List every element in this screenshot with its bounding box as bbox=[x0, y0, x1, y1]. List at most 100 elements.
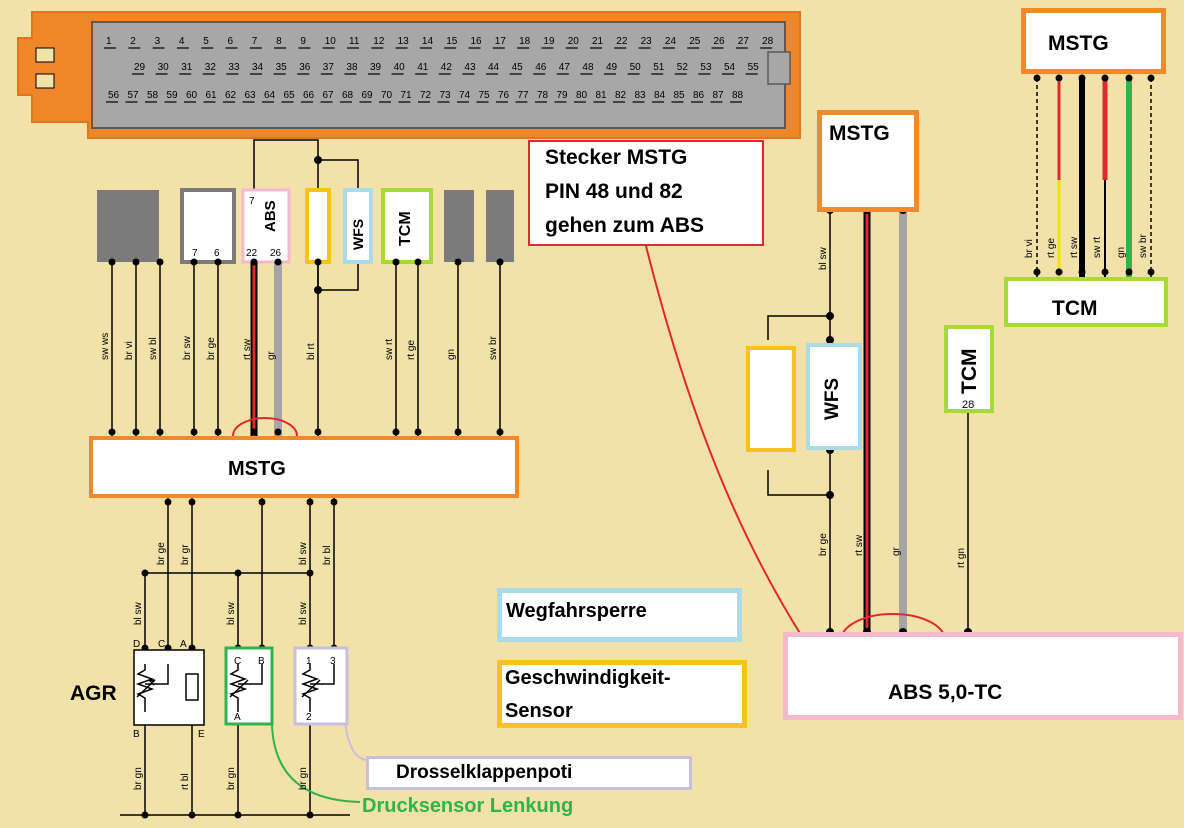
component-block-4 bbox=[486, 190, 514, 262]
wire-color-label: gn bbox=[446, 349, 457, 360]
connector-pin-row3-label: 81 bbox=[596, 90, 608, 101]
lower-left-wiring bbox=[120, 498, 350, 816]
wire-color-label: gn bbox=[1116, 247, 1127, 258]
wire-color-label: bl sw bbox=[298, 601, 309, 625]
wire-terminal bbox=[132, 428, 140, 436]
mstg-right-box bbox=[1021, 8, 1166, 74]
wire-terminal bbox=[214, 428, 222, 436]
wire-color-label: bl sw bbox=[818, 246, 829, 270]
wire-terminal bbox=[108, 428, 116, 436]
tcm-top-label: TCM bbox=[397, 211, 414, 246]
connector-pin-row1-label: 9 bbox=[300, 36, 306, 47]
wire-color-label: br vi bbox=[124, 341, 135, 360]
connector-pin-row3-label: 70 bbox=[381, 90, 393, 101]
wire-color-label: br ge bbox=[156, 542, 167, 565]
stecker-line-1: Stecker MSTG bbox=[545, 146, 688, 169]
wire-color-label: rt ge bbox=[406, 340, 417, 360]
connector-pin-row1-label: 28 bbox=[762, 36, 774, 47]
wire-color-label: rt ge bbox=[1046, 238, 1057, 258]
connector-pin-row3-label: 75 bbox=[479, 90, 491, 101]
connector-pin-row1-label: 16 bbox=[471, 36, 483, 47]
connector-pin-row2-label: 55 bbox=[748, 62, 760, 73]
connector-pin-row1-label: 15 bbox=[446, 36, 458, 47]
connector-pin-row1-label: 20 bbox=[568, 36, 580, 47]
connector-pin-row3-label: 69 bbox=[362, 90, 374, 101]
wire-terminal bbox=[250, 428, 258, 436]
connector-pin-row1-label: 11 bbox=[349, 36, 360, 47]
wire-color-label: sw br bbox=[488, 335, 499, 360]
drosselklappenpoti-box bbox=[293, 646, 349, 726]
connector-pin-row1-label: 7 bbox=[252, 36, 258, 47]
component-block-2 bbox=[180, 188, 236, 264]
gray-box-pin: 6 bbox=[214, 248, 220, 259]
connector-pin-row1-label: 25 bbox=[689, 36, 701, 47]
wire-terminal bbox=[274, 428, 282, 436]
wire-color-label: br gr bbox=[180, 544, 191, 565]
wire-color-label: rt sw bbox=[242, 338, 253, 360]
connector-pin-row3-label: 65 bbox=[284, 90, 296, 101]
wire-terminal bbox=[496, 258, 504, 266]
mstg-middle-box bbox=[817, 110, 919, 212]
wire-terminal bbox=[454, 428, 462, 436]
connector-pin-row2-label: 45 bbox=[512, 62, 524, 73]
wfs-middle-label: WFS bbox=[822, 377, 843, 420]
agr-pin: E bbox=[198, 729, 205, 740]
wire-terminal bbox=[314, 428, 322, 436]
wire-terminal bbox=[1033, 74, 1041, 82]
annotation-arrow-line bbox=[645, 245, 809, 647]
abs-box-pin: 26 bbox=[270, 248, 282, 259]
wire-terminal bbox=[314, 258, 322, 266]
drossel-pin: 2 bbox=[306, 712, 312, 723]
connector-pin-row1-label: 19 bbox=[543, 36, 555, 47]
connector-pin-row2-label: 44 bbox=[488, 62, 500, 73]
connector-pin-row3-label: 60 bbox=[186, 90, 198, 101]
agr-pin: D bbox=[133, 639, 140, 650]
wire-color-label: sw rt bbox=[384, 339, 395, 360]
wire-terminal bbox=[1078, 268, 1086, 276]
wire-terminal bbox=[1101, 74, 1109, 82]
abs-box-top bbox=[241, 188, 291, 264]
connector-pin-row2-label: 51 bbox=[653, 62, 665, 73]
wire-color-label: bl sw bbox=[298, 541, 309, 565]
wire-terminal bbox=[156, 258, 164, 266]
connector-pin-row3-label: 87 bbox=[713, 90, 725, 101]
wegfahrsperre-box bbox=[497, 588, 742, 642]
wire-terminal bbox=[214, 258, 222, 266]
wire-terminal bbox=[1078, 74, 1086, 82]
connector-pin-row3-label: 68 bbox=[342, 90, 354, 101]
connector-pin-row3-label: 80 bbox=[576, 90, 588, 101]
wire-terminal bbox=[392, 258, 400, 266]
wire-color-label: sw bl bbox=[148, 337, 159, 360]
green-leader bbox=[271, 724, 361, 803]
connector-pin-row1-label: 26 bbox=[714, 36, 726, 47]
connector-pin-row1-label: 10 bbox=[325, 36, 337, 47]
agr-pin: B bbox=[133, 729, 140, 740]
connector-tab-top bbox=[35, 47, 55, 63]
ecu-connector-face bbox=[91, 21, 786, 129]
wire-terminal bbox=[190, 428, 198, 436]
connector-pin-row3-label: 77 bbox=[518, 90, 530, 101]
connector-pin-row1-label: 27 bbox=[738, 36, 750, 47]
connector-pin-row1-label: 17 bbox=[495, 36, 507, 47]
connector-pin-row3-label: 57 bbox=[128, 90, 140, 101]
geschwindigkeit-box bbox=[497, 660, 747, 728]
connector-pin-row2-label: 30 bbox=[158, 62, 170, 73]
stecker-line-2: PIN 48 und 82 bbox=[545, 180, 683, 203]
wire-terminal bbox=[1147, 74, 1155, 82]
wire-terminal bbox=[156, 428, 164, 436]
purple-leader bbox=[344, 721, 369, 761]
abs-top-label: ABS bbox=[262, 200, 279, 232]
connector-pin-row3-label: 79 bbox=[557, 90, 569, 101]
tcm-box-top bbox=[381, 188, 433, 264]
drucksensor-pin: A bbox=[234, 712, 241, 723]
wire-color-label: br bl bbox=[322, 546, 333, 565]
wire-color-label: rt sw bbox=[854, 534, 865, 556]
wire-color-label: br ge bbox=[206, 337, 217, 360]
connector-latch bbox=[767, 51, 791, 85]
drucksensor-pin: B bbox=[258, 656, 265, 667]
connector-pin-row2-label: 53 bbox=[700, 62, 712, 73]
junction-dot bbox=[234, 569, 242, 577]
